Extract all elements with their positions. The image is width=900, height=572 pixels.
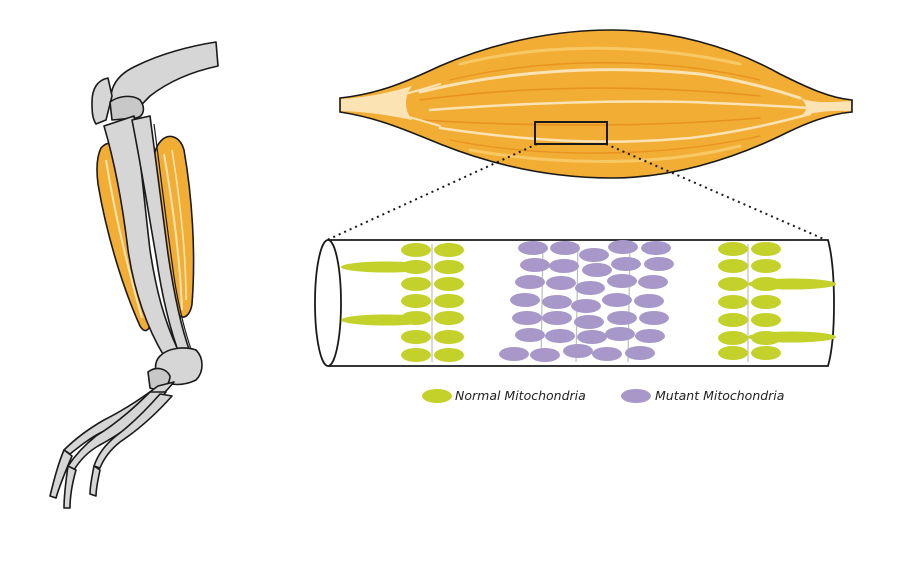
normal-mitochondrion xyxy=(751,242,781,256)
mutant-mitochondrion xyxy=(542,295,572,309)
mutant-mitochondrion xyxy=(625,346,655,360)
mutant-mitochondrion xyxy=(638,275,668,289)
mutant-mitochondrion xyxy=(499,347,529,361)
zoom-region-box xyxy=(534,121,608,145)
normal-mitochondrion xyxy=(434,243,464,257)
arm-illustration xyxy=(49,41,219,509)
normal-mitochondrion-elongated xyxy=(748,278,836,290)
mutant-mitochondrion xyxy=(608,240,638,254)
normal-mitochondria-label: Normal Mitochondria xyxy=(455,388,586,403)
mutant-mitochondrion xyxy=(515,328,545,342)
legend-item-normal: Normal Mitochondria xyxy=(422,388,586,403)
normal-mitochondria-swatch xyxy=(422,389,452,403)
normal-mitochondrion-elongated xyxy=(341,261,431,273)
mutant-mitochondrion xyxy=(641,241,671,255)
normal-mitochondrion xyxy=(401,294,431,308)
mutant-mitochondrion xyxy=(577,330,607,344)
normal-mitochondrion xyxy=(718,259,748,273)
legend-item-mutant: Mutant Mitochondria xyxy=(621,388,784,403)
normal-mitochondrion xyxy=(434,330,464,344)
mutant-mitochondria-swatch xyxy=(621,389,651,403)
normal-mitochondrion xyxy=(751,313,781,327)
tendon-right xyxy=(800,98,851,116)
elbow-joint xyxy=(91,77,113,125)
mutant-mitochondrion xyxy=(634,294,664,308)
normal-mitochondrion-elongated xyxy=(341,314,431,326)
mutant-mitochondrion xyxy=(635,329,665,343)
mutant-mitochondrion xyxy=(545,329,575,343)
mutant-mitochondrion xyxy=(550,241,580,255)
mutant-mitochondrion xyxy=(512,311,542,325)
mutant-mitochondrion xyxy=(530,348,560,362)
cylinder-end-left xyxy=(314,239,342,367)
muscle-fibers xyxy=(379,46,812,164)
normal-mitochondrion xyxy=(718,295,748,309)
zoom-lines xyxy=(326,143,827,241)
mutant-mitochondria-label: Mutant Mitochondria xyxy=(655,388,784,403)
mutant-mitochondrion xyxy=(602,293,632,307)
mutant-mitochondrion xyxy=(549,259,579,273)
mutant-mitochondrion xyxy=(546,276,576,290)
normal-mitochondrion xyxy=(401,243,431,257)
normal-mitochondrion xyxy=(401,277,431,291)
mutant-mitochondrion xyxy=(520,258,550,272)
elbow-cap xyxy=(109,95,145,121)
normal-mitochondrion xyxy=(434,277,464,291)
mutant-mitochondrion xyxy=(639,311,669,325)
mutant-mitochondrion xyxy=(571,299,601,313)
mutant-mitochondrion xyxy=(607,274,637,288)
mutant-mitochondrion xyxy=(574,315,604,329)
mutant-mitochondrion xyxy=(611,257,641,271)
normal-mitochondrion xyxy=(718,277,748,291)
mutant-mitochondrion xyxy=(579,248,609,262)
mutant-mitochondrion xyxy=(542,311,572,325)
mutant-mitochondrion xyxy=(592,347,622,361)
mutant-mitochondrion xyxy=(518,241,548,255)
normal-mitochondrion xyxy=(718,346,748,360)
normal-mitochondrion xyxy=(401,348,431,362)
normal-mitochondrion xyxy=(434,260,464,274)
muscle-belly xyxy=(339,29,853,179)
normal-mitochondrion xyxy=(718,331,748,345)
mutant-mitochondrion xyxy=(605,327,635,341)
normal-mitochondrion xyxy=(718,242,748,256)
tendon-left xyxy=(341,86,412,120)
mutant-mitochondrion xyxy=(582,263,612,277)
mutant-mitochondrion xyxy=(607,311,637,325)
normal-mitochondrion xyxy=(751,346,781,360)
mutant-mitochondrion xyxy=(575,281,605,295)
normal-mitochondrion xyxy=(751,259,781,273)
normal-mitochondrion xyxy=(718,313,748,327)
mutant-mitochondrion xyxy=(644,257,674,271)
mutant-mitochondrion xyxy=(510,293,540,307)
normal-mitochondrion xyxy=(434,348,464,362)
mutant-mitochondrion xyxy=(515,275,545,289)
normal-mitochondrion xyxy=(434,294,464,308)
normal-mitochondrion-elongated xyxy=(748,331,836,343)
normal-mitochondrion xyxy=(401,330,431,344)
mitochondria-layer xyxy=(341,240,836,362)
muscle-fiber-cylinder xyxy=(314,239,836,367)
mutant-mitochondrion xyxy=(563,344,593,358)
normal-mitochondrion xyxy=(751,295,781,309)
normal-mitochondrion xyxy=(434,311,464,325)
muscle-outline xyxy=(339,29,853,179)
legend: Normal Mitochondria Mutant Mitochondria xyxy=(422,388,784,403)
hand-bones xyxy=(49,381,175,509)
